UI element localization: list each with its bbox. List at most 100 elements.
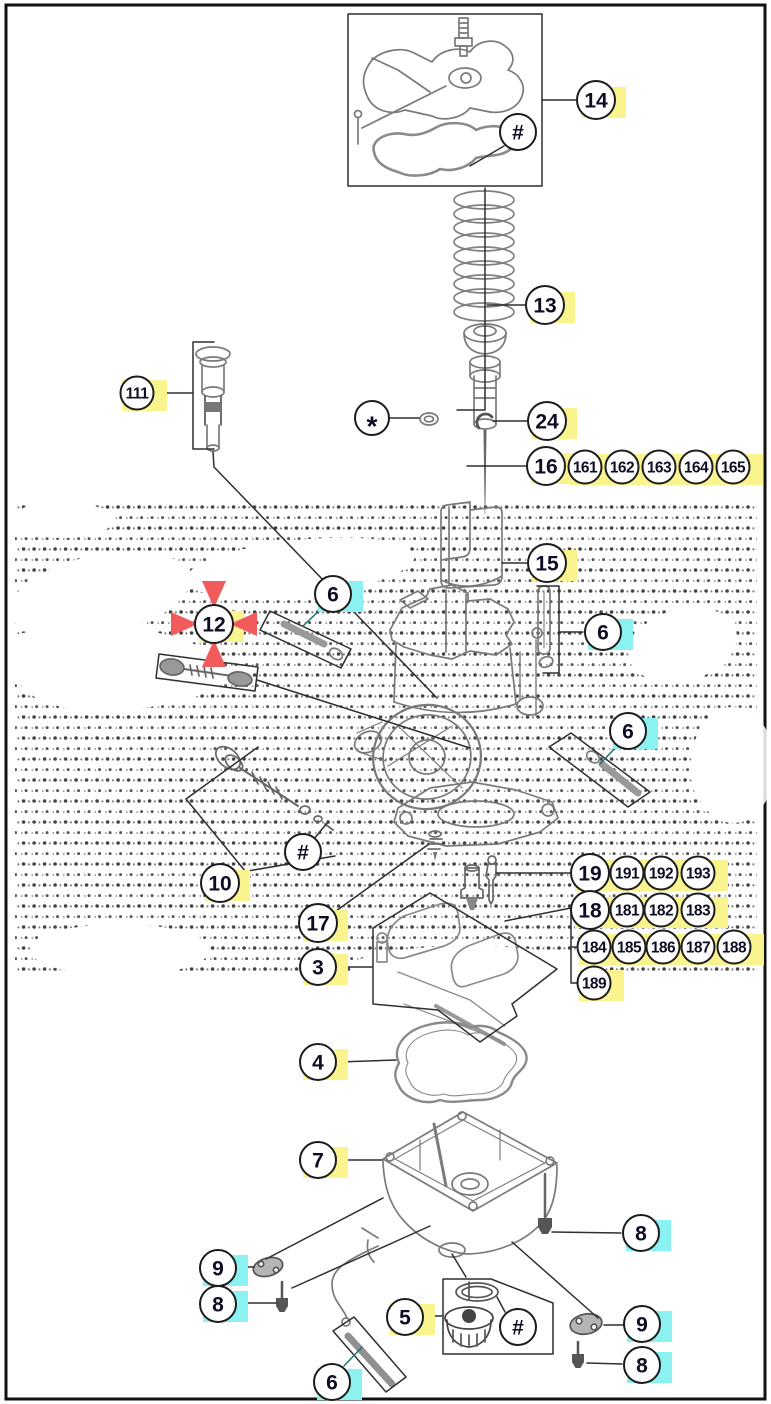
idle-screw-set: [214, 745, 334, 831]
callout-number: 6: [622, 721, 634, 744]
callout-circle[interactable]: [199, 1285, 237, 1323]
callout-circle[interactable]: [641, 449, 677, 485]
callout-circle[interactable]: [716, 929, 752, 965]
callout-circle[interactable]: [526, 446, 566, 486]
callout-circle[interactable]: [194, 604, 234, 644]
callout-circle[interactable]: [715, 449, 751, 485]
callout-17[interactable]: 17: [298, 903, 338, 943]
callout-circle[interactable]: [680, 855, 716, 891]
callout-circle[interactable]: [567, 449, 603, 485]
callout-circle[interactable]: [299, 1141, 337, 1179]
callout-183[interactable]: 183: [680, 892, 716, 928]
leader-4: [338, 1059, 397, 1063]
callout-circle[interactable]: [623, 1346, 661, 1384]
callout-164[interactable]: 164: [678, 449, 714, 485]
callout-circle[interactable]: [527, 401, 567, 441]
callout-circle[interactable]: [623, 1305, 661, 1343]
callout-187[interactable]: 187: [680, 929, 716, 965]
callout-circle[interactable]: [200, 863, 240, 903]
callout-19[interactable]: 19: [570, 853, 610, 893]
callout-circle[interactable]: [313, 1363, 351, 1401]
callout-163[interactable]: 163: [641, 449, 677, 485]
callout-191[interactable]: 191: [609, 855, 645, 891]
callout-circle[interactable]: [499, 113, 537, 151]
callout-111[interactable]: 111: [119, 375, 155, 411]
part-box-12: [155, 653, 259, 692]
callout-number: 9: [212, 1258, 224, 1281]
callout-18[interactable]: 18: [570, 890, 610, 930]
callout-189[interactable]: 189: [576, 965, 612, 1001]
callout-4[interactable]: 4: [299, 1043, 337, 1081]
leader-hash-mid: [312, 821, 329, 841]
callout-circle[interactable]: [609, 712, 647, 750]
callout-186[interactable]: 186: [645, 929, 681, 965]
callout-8[interactable]: 8: [622, 1214, 660, 1252]
callout-circle[interactable]: [678, 449, 714, 485]
callout-circle[interactable]: [527, 543, 567, 583]
callout-7[interactable]: 7: [299, 1141, 337, 1179]
callout-number: 14: [584, 90, 608, 113]
callout-16[interactable]: 16: [526, 446, 566, 486]
callout-#[interactable]: #: [499, 1308, 537, 1346]
callout-circle[interactable]: [576, 929, 612, 965]
callout-193[interactable]: 193: [680, 855, 716, 891]
callout-24[interactable]: 24: [527, 401, 567, 441]
callout-circle[interactable]: [622, 1214, 660, 1252]
callout-circle[interactable]: [119, 375, 155, 411]
part-box-6c: [548, 732, 651, 808]
callout-*[interactable]: *: [354, 400, 390, 442]
callout-number: 6: [597, 622, 609, 645]
callout-circle[interactable]: [576, 965, 612, 1001]
callout-#[interactable]: #: [284, 833, 322, 871]
callout-188[interactable]: 188: [716, 929, 752, 965]
callout-3[interactable]: 3: [299, 948, 337, 986]
callout-circle[interactable]: [645, 929, 681, 965]
callout-12[interactable]: 12: [194, 604, 234, 644]
callout-192[interactable]: 192: [643, 855, 679, 891]
callout-165[interactable]: 165: [715, 449, 751, 485]
callout-8[interactable]: 8: [623, 1346, 661, 1384]
callout-circle[interactable]: [680, 892, 716, 928]
callout-number: 164: [684, 460, 709, 477]
drain-plug: [444, 1281, 499, 1348]
callout-9[interactable]: 9: [199, 1249, 237, 1287]
callout-circle[interactable]: [680, 929, 716, 965]
callout-14[interactable]: 14: [576, 80, 616, 120]
callout-circle[interactable]: [298, 903, 338, 943]
callout-13[interactable]: 13: [525, 285, 565, 325]
callout-6[interactable]: 6: [584, 613, 622, 651]
callout-8[interactable]: 8: [199, 1285, 237, 1323]
callout-circle[interactable]: [284, 833, 322, 871]
callout-161[interactable]: 161: [567, 449, 603, 485]
callout-162[interactable]: 162: [604, 449, 640, 485]
callout-circle[interactable]: [525, 285, 565, 325]
callout-circle[interactable]: [604, 449, 640, 485]
bowl-gasket: [394, 1021, 528, 1104]
callout-circle[interactable]: [643, 892, 679, 928]
callout-6[interactable]: 6: [314, 575, 352, 613]
callout-182[interactable]: 182: [643, 892, 679, 928]
callout-5[interactable]: 5: [386, 1298, 424, 1336]
callout-circle[interactable]: [386, 1298, 424, 1336]
callout-circle[interactable]: [314, 575, 352, 613]
callout-circle[interactable]: [570, 890, 610, 930]
callout-184[interactable]: 184: [576, 929, 612, 965]
float-bowl: [361, 1111, 558, 1263]
callout-181[interactable]: 181: [609, 892, 645, 928]
callout-9[interactable]: 9: [623, 1305, 661, 1343]
callout-circle[interactable]: [576, 80, 616, 120]
callout-6[interactable]: 6: [313, 1363, 351, 1401]
callout-#[interactable]: #: [499, 113, 537, 151]
callout-6[interactable]: 6: [609, 712, 647, 750]
callout-circle[interactable]: [643, 855, 679, 891]
callout-circle[interactable]: [299, 948, 337, 986]
callout-circle[interactable]: [354, 400, 390, 436]
callout-10[interactable]: 10: [200, 863, 240, 903]
callout-circle[interactable]: [299, 1043, 337, 1081]
callout-number: 183: [686, 903, 711, 920]
callout-circle[interactable]: [584, 613, 622, 651]
callout-185[interactable]: 185: [611, 929, 647, 965]
callout-15[interactable]: 15: [527, 543, 567, 583]
callout-circle[interactable]: [499, 1308, 537, 1346]
